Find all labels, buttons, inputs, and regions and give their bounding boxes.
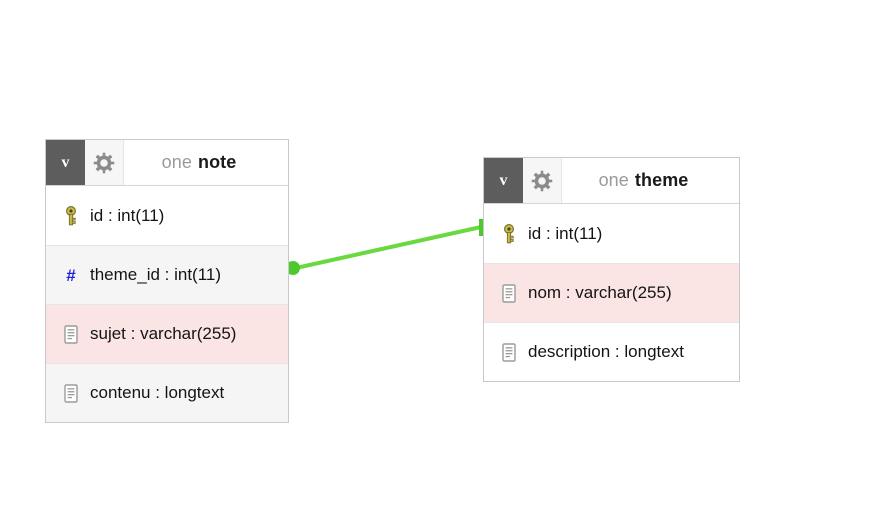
entity-theme[interactable]: v [483, 157, 740, 382]
view-toggle-label: v [499, 171, 508, 189]
entity-header-theme: v [484, 158, 739, 204]
attribute-label: id : int(11) [90, 205, 165, 225]
entity-title-theme: one theme [562, 158, 739, 203]
text-field-icon [59, 323, 83, 345]
attribute-row[interactable]: contenu : longtext [46, 363, 288, 422]
relation-line-note-theme[interactable] [294, 225, 483, 270]
gear-icon[interactable] [85, 140, 124, 185]
attribute-label: nom : varchar(255) [528, 283, 672, 302]
entity-qualifier: one [161, 152, 192, 172]
attribute-row[interactable]: id : int(11) [484, 204, 739, 263]
attribute-row[interactable]: id : int(11) [46, 186, 288, 245]
attribute-label: contenu : longtext [90, 383, 225, 402]
entity-title-note: one note [124, 140, 288, 185]
attribute-row[interactable]: nom : varchar(255) [484, 263, 739, 322]
attribute-label: sujet : varchar(255) [90, 324, 237, 343]
entity-qualifier: one [598, 170, 629, 190]
entity-header-note: v [46, 140, 288, 186]
entity-name: theme [634, 170, 689, 190]
attribute-row[interactable]: # theme_id : int(11) [46, 245, 288, 304]
view-toggle-label: v [61, 153, 70, 171]
attribute-label: theme_id : int(11) [90, 265, 222, 284]
primary-key-icon [497, 223, 521, 245]
attribute-row[interactable]: sujet : varchar(255) [46, 304, 288, 363]
attribute-label: description : longtext [528, 342, 684, 361]
view-toggle-button-theme[interactable]: v [484, 158, 523, 203]
attribute-label: id : int(11) [528, 223, 603, 243]
view-toggle-button-note[interactable]: v [46, 140, 85, 185]
entity-name: note [197, 152, 237, 172]
text-field-icon [497, 282, 521, 304]
primary-key-icon [59, 205, 83, 227]
text-field-icon [59, 382, 83, 404]
foreign-key-icon: # [66, 265, 76, 285]
entity-note[interactable]: v [45, 139, 289, 423]
gear-icon[interactable] [523, 158, 562, 203]
text-field-icon [497, 341, 521, 363]
attribute-row[interactable]: description : longtext [484, 322, 739, 381]
